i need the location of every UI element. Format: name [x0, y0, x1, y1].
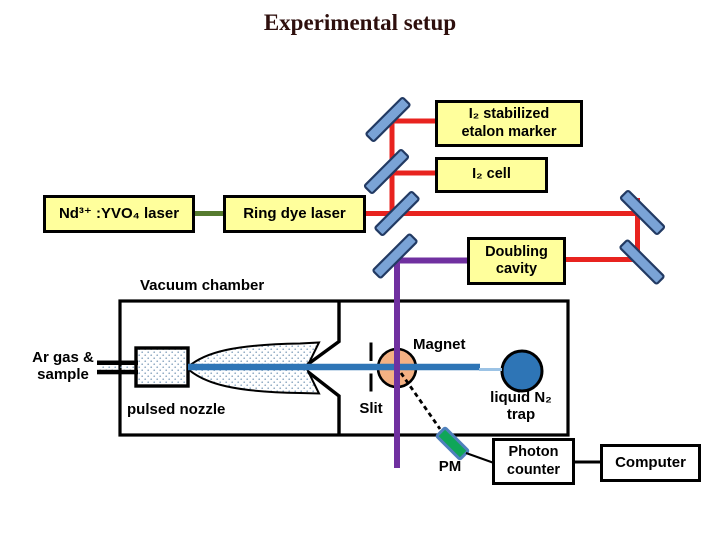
i2-cell-box: I₂ cell: [435, 157, 548, 193]
mirror-right-top-icon: [619, 189, 666, 236]
photon-counter-box: Photon counter: [492, 438, 575, 485]
page-title: Experimental setup: [263, 10, 457, 35]
liquid-n2-trap-body: [500, 349, 544, 393]
i2-stabilized-etalon-marker-box: I₂ stabilized etalon marker: [435, 100, 583, 147]
skimmer-wall-upper: [306, 301, 341, 366]
gas-inlet-wall-bottom: [97, 369, 138, 375]
gas-inlet-wall-top: [97, 360, 138, 365]
ar-gas-sample-label: Ar gas & sample: [32, 349, 94, 384]
wire-pm-to-counter: [465, 452, 495, 464]
mirror-i2-cell-icon: [363, 148, 410, 195]
vacuum-chamber-label: Vacuum chamber: [140, 277, 265, 294]
pulsed-nozzle-body: [134, 346, 190, 388]
mirror-beamsplitter-icon: [374, 190, 420, 237]
slit-label: Slit: [359, 400, 383, 417]
doubling-cavity-box: Doubling cavity: [467, 237, 566, 285]
pm-label: PM: [438, 458, 462, 475]
liquid-n2-trap-label: liquid N₂ trap: [490, 389, 552, 424]
gas-inlet-fill: [99, 365, 137, 370]
mirror-uv-fold-icon: [372, 233, 418, 279]
pulsed-nozzle-label: pulsed nozzle: [127, 401, 226, 418]
nd-yvo4-laser-box: Nd³⁺ :YVO₄ laser: [43, 195, 195, 233]
pm-detector-icon: [435, 426, 470, 461]
mirror-right-bottom-icon: [619, 239, 665, 285]
computer-box: Computer: [600, 444, 701, 482]
magnet-label: Magnet: [413, 336, 466, 353]
fluorescence-dashed-line: [399, 372, 442, 430]
ring-dye-laser-box: Ring dye laser: [223, 195, 366, 233]
skimmer-wall-lower: [306, 370, 341, 435]
mirror-etalon-icon: [365, 96, 411, 143]
mirror-group: [363, 96, 666, 285]
